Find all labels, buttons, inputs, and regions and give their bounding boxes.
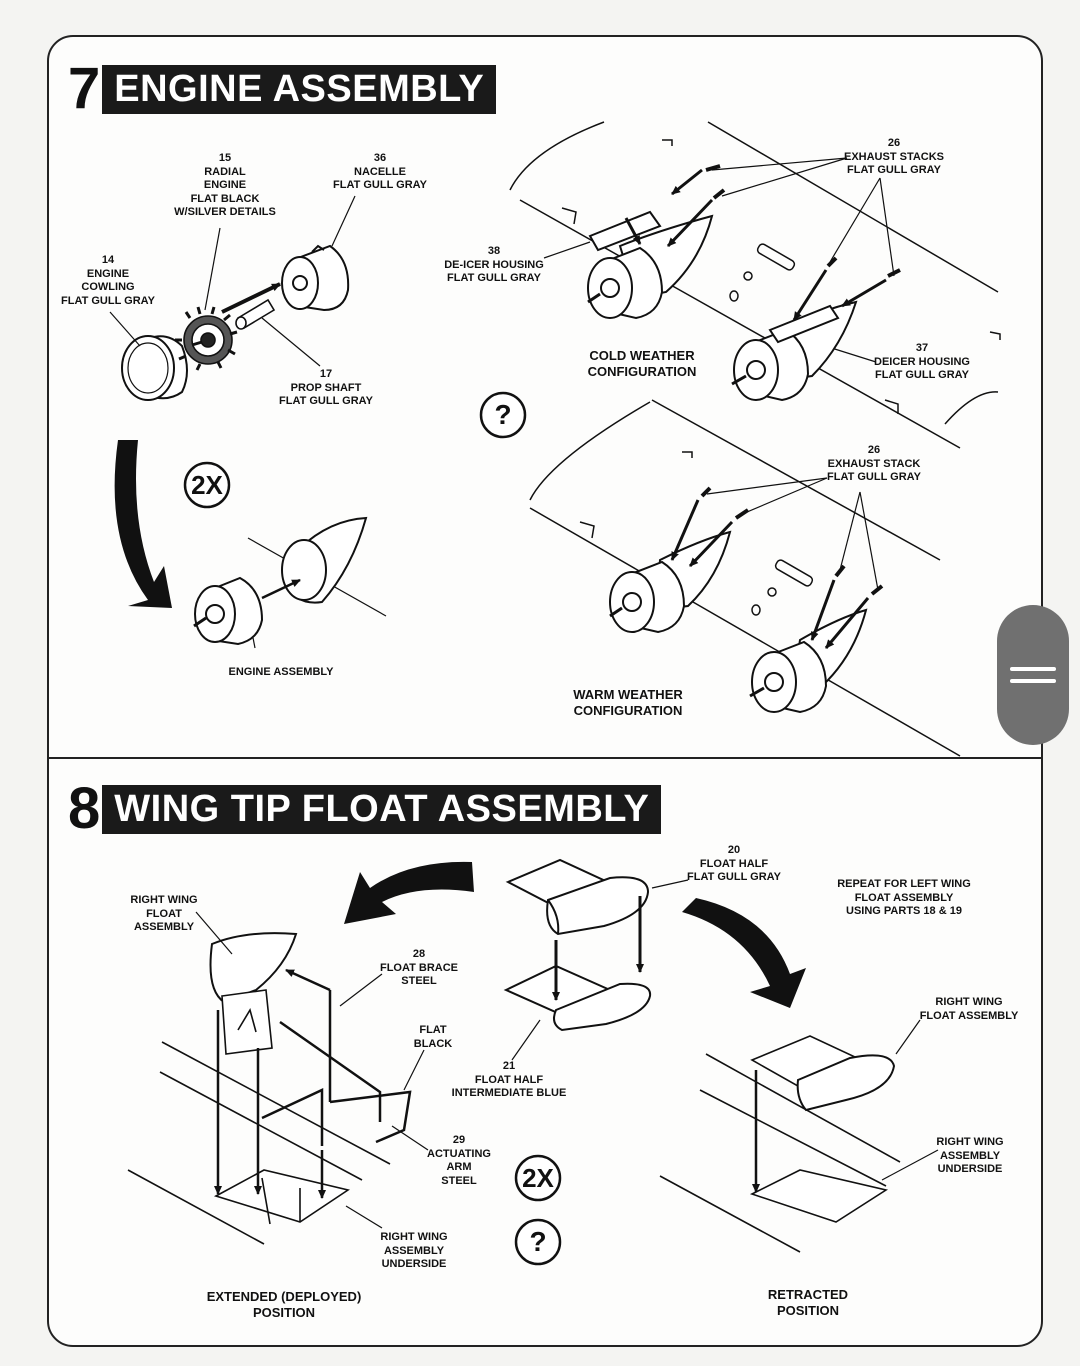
retracted-float-assembly [659,1035,901,1253]
float-brace-28 [261,990,412,1146]
question-circle-icon-step8 [514,1218,562,1266]
warm-engine-1 [609,530,732,634]
warm-engine-2 [749,608,868,714]
step7-leader-lines [109,157,895,649]
cold-exhaust-stacks [624,164,901,321]
assembled-engine-drawing [193,516,368,646]
step-8-header: 8 WING TIP FLOAT ASSEMBLY [68,776,662,841]
cold-engine-1 [587,210,714,320]
extended-assembly-arrows [214,968,331,1199]
section-divider [47,757,1043,759]
nacelle-36 [281,244,350,312]
handle-grip-line [1010,667,1056,671]
curved-arrow-down-icon [114,440,172,608]
wing-warm-weather [529,399,961,757]
float-half-20 [505,858,650,936]
question-mark: ? [494,399,512,430]
engine-cowling-14 [121,335,188,401]
radial-engine-15 [175,306,238,371]
cold-engine-2 [731,300,858,402]
quantity-circle-icon [183,461,231,509]
label-engine-assembly: ENGINE ASSEMBLY [228,666,334,678]
float-half-21 [503,964,652,1032]
step7-assembly-arrows [191,282,281,347]
quantity-2x-step8: 2X [522,1163,554,1193]
quantity-circle-icon-step8 [514,1154,562,1202]
step-8-number: 8 [68,776,100,841]
scroll-handle[interactable] [997,605,1069,745]
center-float-arrows [552,896,644,1001]
curved-arrow-left-icon [344,861,474,924]
extended-float-assembly [127,932,391,1245]
warm-exhaust-stacks [670,486,884,649]
instruction-sheet [47,35,1043,1347]
step-7-header: 7 ENGINE ASSEMBLY [68,56,497,121]
quantity-2x: 2X [191,470,223,500]
question-circle-icon [479,391,527,439]
curved-arrow-right-icon [682,898,806,1008]
step-7-number: 7 [68,56,100,121]
step-7-title: ENGINE ASSEMBLY [102,64,497,114]
handle-grip-line [1010,679,1056,683]
question-mark-step8: ? [529,1226,547,1257]
label-extended-position: EXTENDED (DEPLOYED)POSITION [206,1289,362,1320]
step-8-title: WING TIP FLOAT ASSEMBLY [102,784,662,834]
step8-leader-lines [195,879,939,1229]
prop-shaft-17 [235,298,276,330]
